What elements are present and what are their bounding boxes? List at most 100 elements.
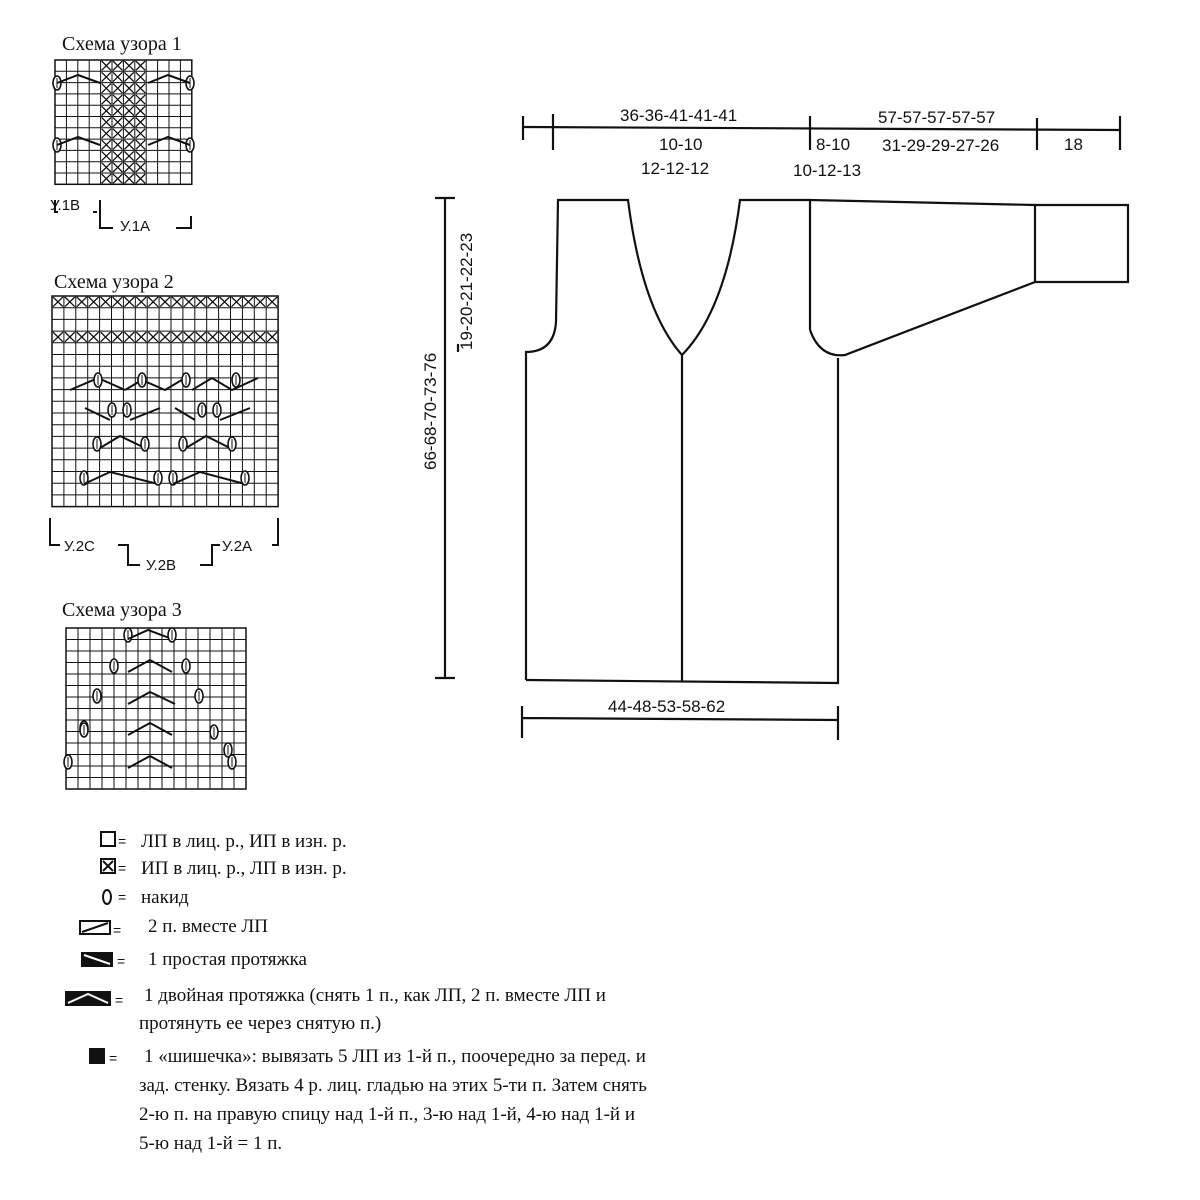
purl-cross	[112, 128, 123, 139]
chart2-label-2c: У.2С	[64, 538, 95, 555]
purl-cross	[123, 105, 135, 116]
purl-cross	[135, 331, 147, 343]
legend-eq-6: =	[115, 992, 123, 1008]
purl-cross	[135, 173, 146, 184]
purl-cross	[242, 296, 254, 308]
purl-cross	[112, 105, 123, 116]
dim-top-left-total: 36-36-41-41-41	[620, 106, 737, 125]
purl-cross	[254, 331, 266, 343]
purl-cross	[195, 296, 207, 308]
purl-cross	[207, 296, 219, 308]
legend-text-2: ИП в лиц. р., ЛП в изн. р.	[141, 858, 347, 879]
purl-cross	[101, 173, 112, 184]
purl-cross	[76, 296, 88, 308]
purl-cross	[135, 296, 147, 308]
purl-cross	[123, 117, 135, 128]
legend-text-4: 2 п. вместе ЛП	[148, 916, 268, 937]
purl-cross	[183, 331, 195, 343]
purl-cross	[112, 150, 123, 162]
purl-cross	[147, 331, 159, 343]
purl-cross	[183, 296, 195, 308]
legend-text-7-line3: 2-ю п. на правую спицу над 1-й п., 3-ю н…	[139, 1104, 635, 1125]
body-outline	[524, 198, 1037, 680]
dim-bottom-width: 44-48-53-58-62	[608, 697, 725, 716]
decrease-line	[127, 658, 173, 673]
purl-cross	[100, 296, 111, 308]
bobble-icon	[89, 1048, 105, 1064]
crossed-square-icon	[100, 858, 116, 874]
purl-cross	[159, 296, 171, 308]
purl-cross	[64, 331, 76, 343]
legend-eq-4: =	[113, 922, 121, 938]
purl-cross	[195, 331, 207, 343]
purl-cross	[123, 150, 135, 162]
dim-armhole-depth: 19-20-21-22-23	[457, 233, 476, 350]
purl-cross	[112, 83, 123, 94]
purl-cross	[135, 162, 146, 173]
chart2-title: Схема узора 2	[54, 271, 174, 293]
purl-cross	[101, 60, 112, 71]
cuff-outline	[1035, 203, 1130, 284]
purl-cross	[135, 139, 146, 150]
legend-eq-3: =	[118, 889, 126, 905]
purl-cross	[135, 94, 146, 105]
purl-cross	[123, 162, 135, 173]
double-decrease-icon	[65, 991, 111, 1006]
legend-eq-2: =	[118, 860, 126, 876]
legend-text-1: ЛП в лиц. р., ИП в изн. р.	[141, 831, 347, 852]
purl-cross	[123, 94, 135, 105]
purl-cross	[64, 296, 76, 308]
purl-cross	[135, 60, 146, 71]
k2tog-icon	[79, 920, 111, 935]
chart1-label-1a: У.1А	[120, 218, 150, 235]
chart1-label-1b: У.1В	[50, 197, 80, 214]
purl-cross	[112, 94, 123, 105]
purl-cross	[112, 71, 123, 83]
purl-cross	[112, 139, 123, 150]
chart2-label-2a: У.2А	[222, 538, 252, 555]
top-dim-ticks	[521, 114, 1122, 150]
chart2-label-2b: У.2В	[146, 557, 176, 574]
decrease-line	[56, 135, 101, 146]
legend-text-6-line2: протянуть ее через снятую п.)	[139, 1013, 381, 1034]
purl-cross	[101, 117, 112, 128]
purl-cross	[147, 296, 159, 308]
purl-cross	[171, 331, 183, 343]
legend-text-7-line2: зад. стенку. Вязать 4 р. лиц. гладью на …	[139, 1075, 647, 1096]
legend-text-7-line4: 5-ю над 1-й = 1 п.	[139, 1133, 282, 1154]
decrease-line	[127, 628, 173, 640]
purl-cross	[101, 71, 112, 83]
decrease-line	[174, 407, 196, 421]
purl-cross	[88, 296, 100, 308]
decrease-line	[147, 73, 191, 84]
chart1-title: Схема узора 1	[62, 33, 182, 55]
decrease-line	[124, 377, 186, 392]
decrease-line	[127, 721, 173, 736]
purl-cross	[123, 139, 135, 150]
purl-cross	[123, 60, 135, 71]
legend-eq-5: =	[117, 953, 125, 969]
dim-cuff: 18	[1064, 135, 1083, 154]
purl-cross	[219, 331, 230, 343]
legend-texts: = ЛП в лиц. р., ИП в изн. р. = ИП в лиц.…	[109, 831, 647, 1154]
purl-cross	[101, 139, 112, 150]
purl-cross	[135, 71, 146, 83]
garment-schematic	[435, 114, 1130, 740]
legend-text-5: 1 простая протяжка	[148, 949, 308, 970]
chart2-brackets	[49, 518, 279, 566]
decrease-line	[172, 470, 246, 485]
purl-cross	[135, 105, 146, 116]
purl-cross	[100, 331, 111, 343]
chart3-grid	[63, 627, 247, 790]
legend-symbols	[65, 831, 116, 1064]
body-side-bottom	[525, 358, 840, 685]
purl-cross	[231, 296, 242, 308]
chart1-grid	[52, 59, 195, 186]
purl-cross	[135, 117, 146, 128]
decrease-line	[191, 376, 259, 392]
purl-cross	[52, 331, 64, 343]
purl-cross	[123, 128, 135, 139]
legend-eq-1: =	[118, 833, 126, 849]
decrease-line	[129, 407, 161, 421]
dim-shoulder-line1: 8-10	[816, 135, 850, 154]
